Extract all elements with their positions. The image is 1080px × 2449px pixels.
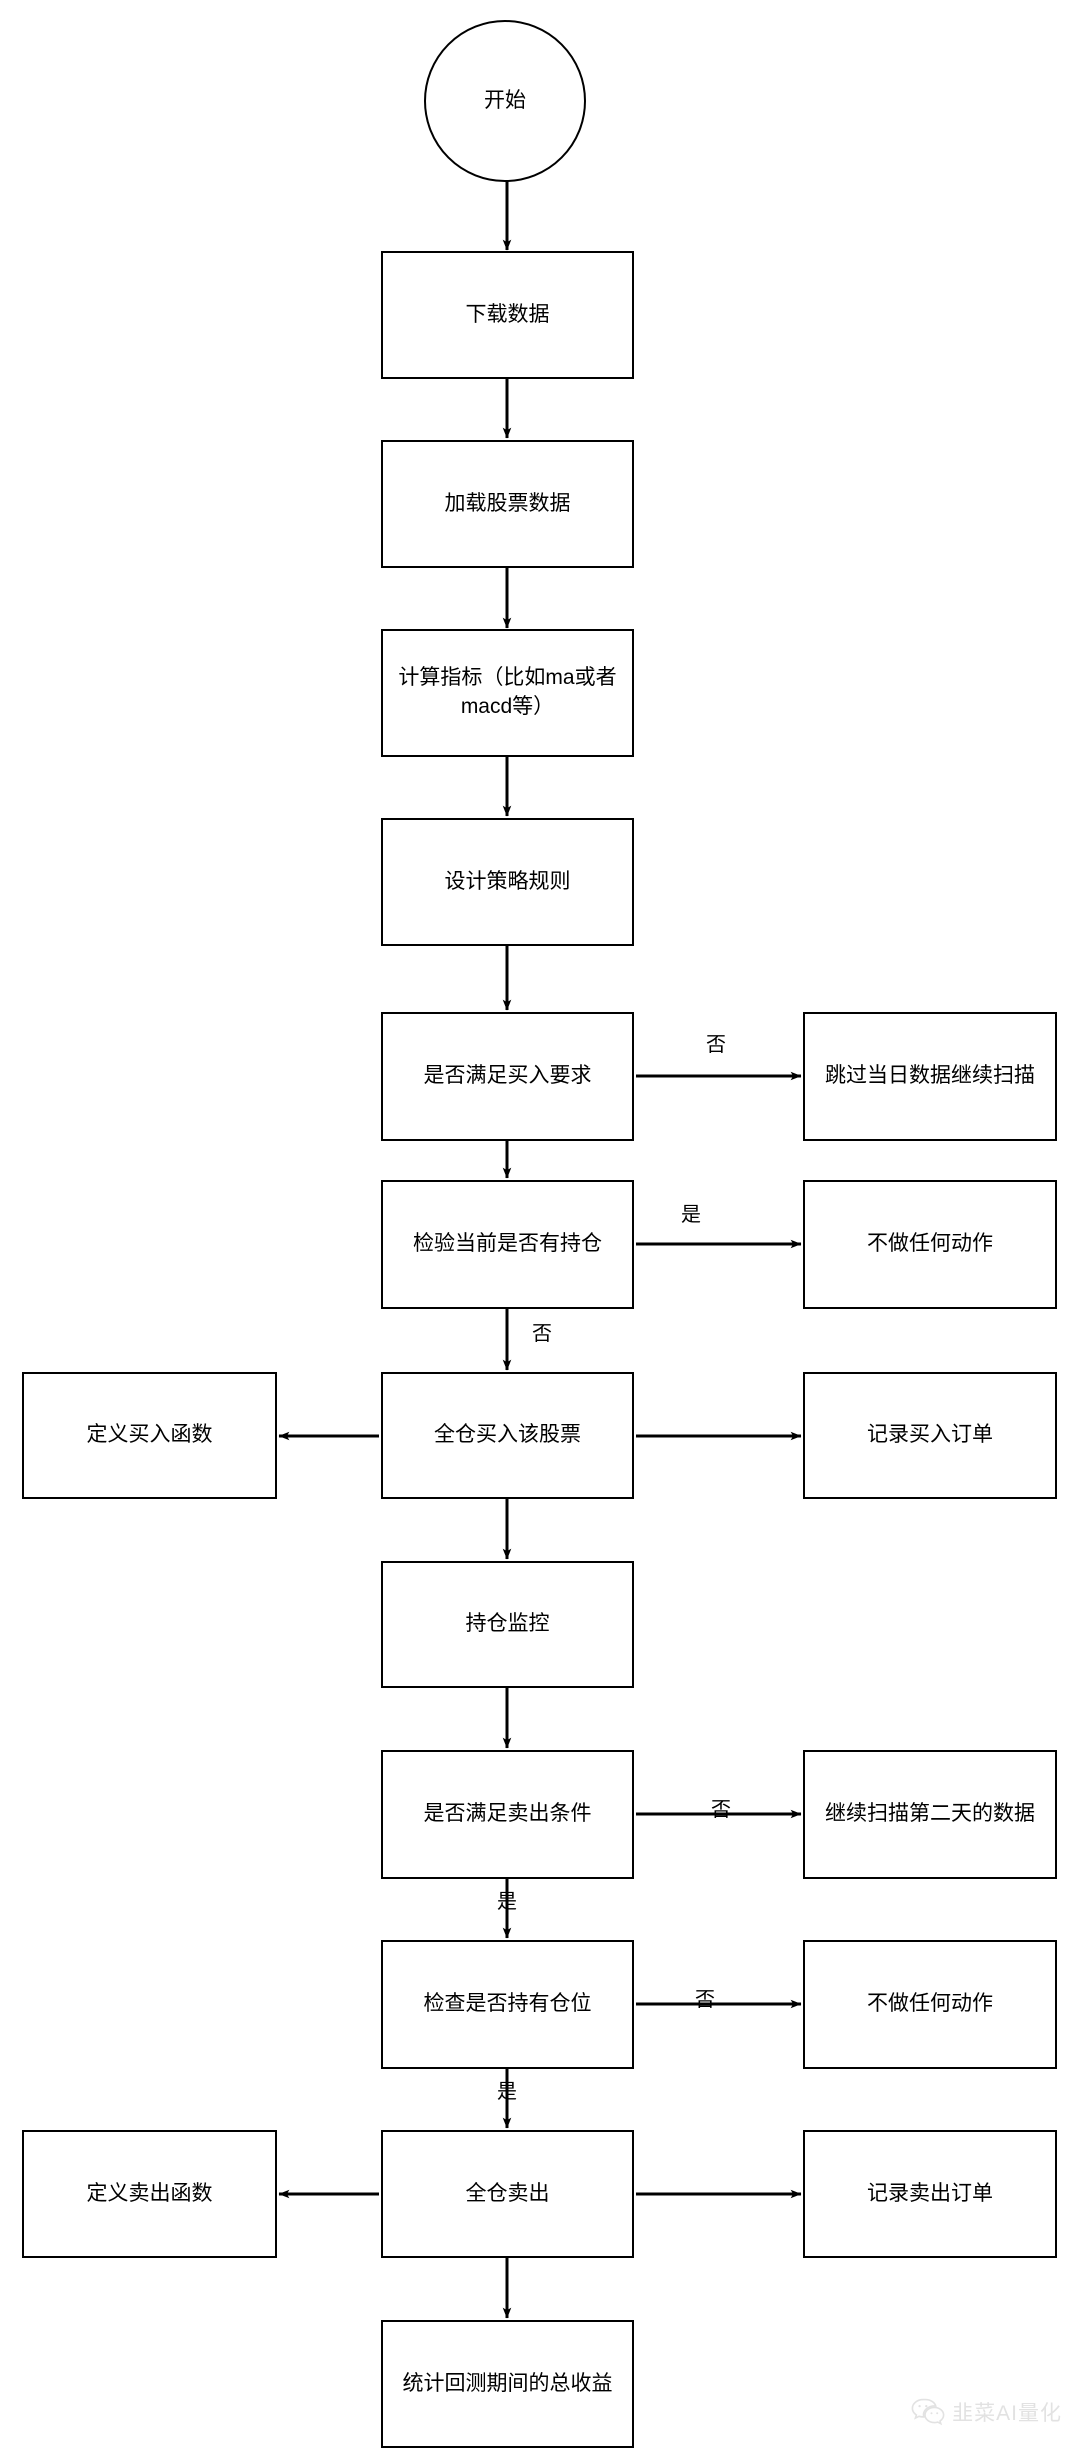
- node-download-data[interactable]: 下载数据: [381, 251, 634, 379]
- edge-label-sell-condition-yes: 是: [497, 1891, 517, 1913]
- node-load-stock-data-label: 加载股票数据: [444, 491, 571, 515]
- node-total-return-label: 统计回测期间的总收益: [402, 2371, 613, 2395]
- node-calc-indicator-label: 计算指标（比如ma或者macd等）: [398, 666, 617, 718]
- edge-label-hold-position-no: 否: [695, 1989, 715, 2011]
- edge-label-buy-condition-no: 否: [706, 1034, 726, 1056]
- node-define-buy-function-label: 定义买入函数: [86, 1423, 213, 1447]
- node-buy-all-in[interactable]: 全仓买入该股票: [381, 1372, 634, 1499]
- node-buy-all-in-label: 全仓买入该股票: [434, 1423, 581, 1447]
- node-check-has-position[interactable]: 检验当前是否有持仓: [381, 1180, 634, 1309]
- node-position-monitor[interactable]: 持仓监控: [381, 1561, 634, 1688]
- node-check-sell-condition-label: 是否满足卖出条件: [423, 1802, 592, 1826]
- node-scan-next-day-label: 继续扫描第二天的数据: [825, 1802, 1035, 1826]
- node-load-stock-data[interactable]: 加载股票数据: [381, 440, 634, 568]
- node-record-sell-order[interactable]: 记录卖出订单: [803, 2130, 1057, 2258]
- node-no-action-sell[interactable]: 不做任何动作: [803, 1940, 1057, 2069]
- edge-label-sell-condition-no: 否: [711, 1799, 731, 1821]
- node-design-rules[interactable]: 设计策略规则: [381, 818, 634, 946]
- node-no-action-buy[interactable]: 不做任何动作: [803, 1180, 1057, 1309]
- node-start-label: 开始: [484, 88, 526, 112]
- watermark-text: 韭菜AI量化: [952, 2402, 1062, 2425]
- node-check-buy-condition-label: 是否满足买入要求: [423, 1064, 592, 1088]
- node-download-data-label: 下载数据: [465, 302, 550, 326]
- node-define-sell-function[interactable]: 定义卖出函数: [22, 2130, 277, 2258]
- edge-label-has-position-no: 否: [532, 1323, 552, 1345]
- node-define-buy-function[interactable]: 定义买入函数: [22, 1372, 277, 1499]
- node-total-return[interactable]: 统计回测期间的总收益: [381, 2320, 634, 2448]
- node-design-rules-label: 设计策略规则: [444, 869, 571, 893]
- node-start[interactable]: 开始: [424, 20, 586, 182]
- edge-label-has-position-yes: 是: [681, 1204, 701, 1226]
- node-skip-day-scan[interactable]: 跳过当日数据继续扫描: [803, 1012, 1057, 1141]
- watermark: 韭菜AI量化: [911, 2397, 1062, 2427]
- node-record-sell-order-label: 记录卖出订单: [867, 2181, 993, 2205]
- node-no-action-sell-label: 不做任何动作: [867, 1992, 993, 2016]
- node-record-buy-order[interactable]: 记录买入订单: [803, 1372, 1057, 1499]
- node-no-action-buy-label: 不做任何动作: [867, 1232, 993, 1256]
- node-skip-day-scan-label: 跳过当日数据继续扫描: [825, 1064, 1035, 1088]
- node-check-hold-position-label: 检查是否持有仓位: [423, 1992, 592, 2016]
- node-scan-next-day[interactable]: 继续扫描第二天的数据: [803, 1750, 1057, 1879]
- node-check-hold-position[interactable]: 检查是否持有仓位: [381, 1940, 634, 2069]
- node-sell-all-out[interactable]: 全仓卖出: [381, 2130, 634, 2258]
- node-position-monitor-label: 持仓监控: [465, 1612, 550, 1636]
- node-check-sell-condition[interactable]: 是否满足卖出条件: [381, 1750, 634, 1879]
- node-define-sell-function-label: 定义卖出函数: [86, 2181, 213, 2205]
- node-record-buy-order-label: 记录买入订单: [867, 1423, 993, 1447]
- wechat-icon: [911, 2398, 945, 2426]
- node-check-has-position-label: 检验当前是否有持仓: [413, 1232, 602, 1256]
- node-calc-indicator[interactable]: 计算指标（比如ma或者macd等）: [381, 629, 634, 757]
- node-sell-all-out-label: 全仓卖出: [465, 2181, 550, 2205]
- node-check-buy-condition[interactable]: 是否满足买入要求: [381, 1012, 634, 1141]
- edge-label-hold-position-yes: 是: [497, 2081, 517, 2103]
